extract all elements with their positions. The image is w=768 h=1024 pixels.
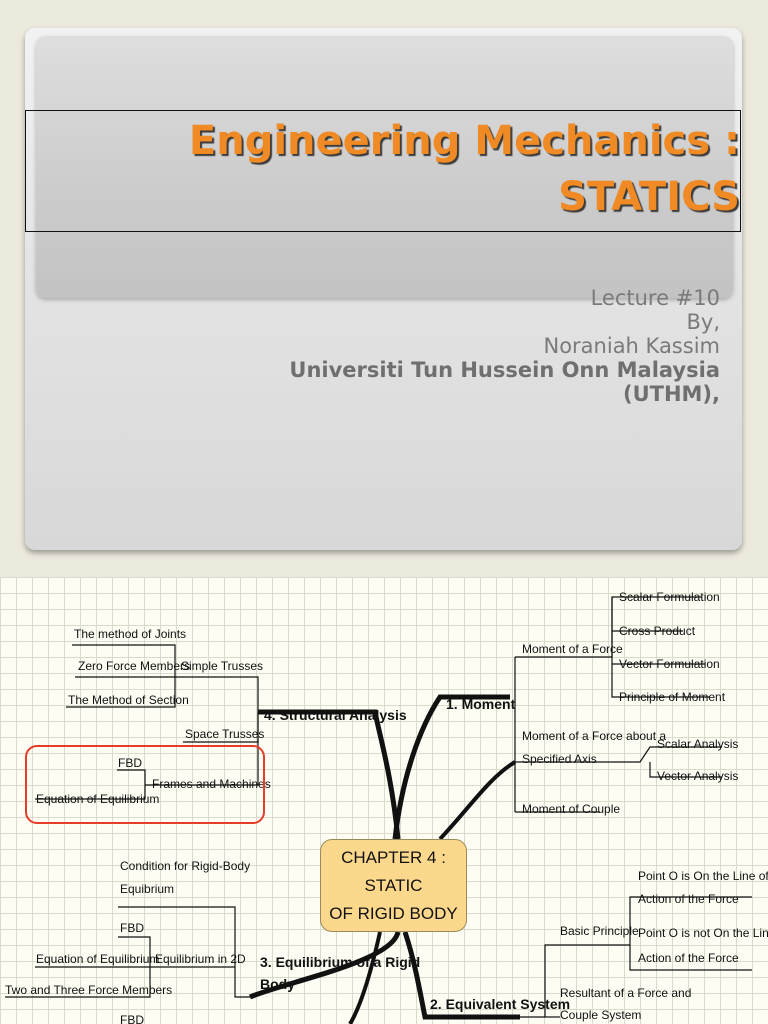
method-of-section-node: The Method of Section bbox=[68, 693, 189, 707]
two-three-force-node: Two and Three Force Members bbox=[5, 983, 172, 997]
not-on-line-node-line1: Point O is not On the Line of bbox=[638, 926, 768, 940]
title-placeholder-frame[interactable] bbox=[25, 110, 741, 232]
cross-product-node: Cross Product bbox=[619, 624, 696, 638]
method-of-joints-node: The method of Joints bbox=[74, 627, 186, 641]
on-line-node-line1: Point O is On the Line of bbox=[638, 869, 768, 883]
equilibrium-node-line2: Body bbox=[260, 976, 295, 992]
branch-equilibrium bbox=[249, 931, 401, 1000]
condition-node-line1: Condition for Rigid-Body bbox=[120, 859, 250, 873]
author-name: Noraniah Kassim bbox=[543, 334, 720, 358]
not-on-line-node-line2: Action of the Force bbox=[638, 951, 739, 965]
mindmap-diagram: 1. Moment Moment of a Force Scalar Formu… bbox=[5, 590, 768, 1024]
resultant-node-line1: Resultant of a Force and bbox=[560, 986, 691, 1000]
zero-force-members-node: Zero Force Members bbox=[78, 659, 190, 673]
lecture-number: Lecture #10 bbox=[590, 286, 720, 310]
equilibrium-equation-node: Equation of Equilibrium bbox=[36, 952, 159, 966]
frames-equation-node: Equation of Equilibrium bbox=[36, 792, 159, 806]
frames-highlight-outline bbox=[25, 745, 265, 824]
frames-fbd-node: FBD bbox=[118, 756, 142, 770]
resultant-node-line2: Couple System bbox=[560, 1008, 641, 1022]
equilibrium-fbd-cut-node: FBD bbox=[120, 1013, 144, 1024]
simple-trusses-node: Simple Trusses bbox=[181, 659, 263, 673]
structural-analysis-node: 4. Structural Analysis bbox=[264, 707, 407, 723]
title-slide: Engineering Mechanics : STATICS Lecture … bbox=[25, 28, 742, 550]
chapter-title-line1: CHAPTER 4 : STATIC bbox=[341, 847, 446, 895]
branch-moment-2 bbox=[438, 760, 517, 841]
condition-node-line2: Equibrium bbox=[120, 882, 174, 896]
basic-principle-node: Basic Principle bbox=[560, 924, 639, 938]
branch-equivalent bbox=[402, 931, 520, 1020]
on-line-node-line2: Action of the Force bbox=[638, 892, 739, 906]
equivalent-system-node: 2. Equivalent System bbox=[430, 996, 570, 1012]
title-panel bbox=[36, 36, 733, 298]
by-label: By, bbox=[686, 310, 720, 334]
moment-axis-node-line1: Moment of a Force about a bbox=[522, 729, 666, 743]
frames-and-machines-node: Frames and Machines bbox=[152, 777, 271, 791]
vector-analysis-node: Vector Analysis bbox=[657, 769, 738, 783]
space-trusses-node: Space Trusses bbox=[185, 727, 264, 741]
chapter-title-line2: OF RIGID BODY bbox=[329, 903, 458, 923]
university-name: Universiti Tun Hussein Onn Malaysia bbox=[289, 358, 720, 382]
principle-of-moment-node: Principle of Moment bbox=[619, 690, 726, 704]
scalar-formulation-node: Scalar Formulation bbox=[619, 590, 720, 604]
moment-node: 1. Moment bbox=[446, 696, 516, 712]
scalar-analysis-node: Scalar Analysis bbox=[657, 737, 738, 751]
moment-of-force-node: Moment of a Force bbox=[522, 642, 623, 656]
moment-of-couple-node: Moment of Couple bbox=[522, 802, 620, 816]
equilibrium-fbd-node: FBD bbox=[120, 921, 144, 935]
equilibrium-node-line1: 3. Equilibrium of a Rigid bbox=[260, 954, 420, 970]
branch-structural bbox=[258, 709, 401, 840]
branch-moment bbox=[392, 694, 510, 840]
moment-axis-node-line2: Specified Axis bbox=[522, 752, 597, 766]
mindmap-slide: 1. Moment Moment of a Force Scalar Formu… bbox=[0, 577, 768, 1024]
equilibrium-2d-node: Equilibrium in 2D bbox=[155, 952, 246, 966]
branch-extra bbox=[348, 931, 382, 1024]
vector-formulation-node: Vector Formulation bbox=[619, 657, 720, 671]
slide-title-line1: Engineering Mechanics : bbox=[188, 118, 740, 164]
chapter-center-node: CHAPTER 4 : STATIC OF RIGID BODY bbox=[320, 839, 467, 932]
university-abbreviation: (UTHM), bbox=[622, 382, 720, 406]
slide-title-line2: STATICS bbox=[558, 174, 740, 220]
